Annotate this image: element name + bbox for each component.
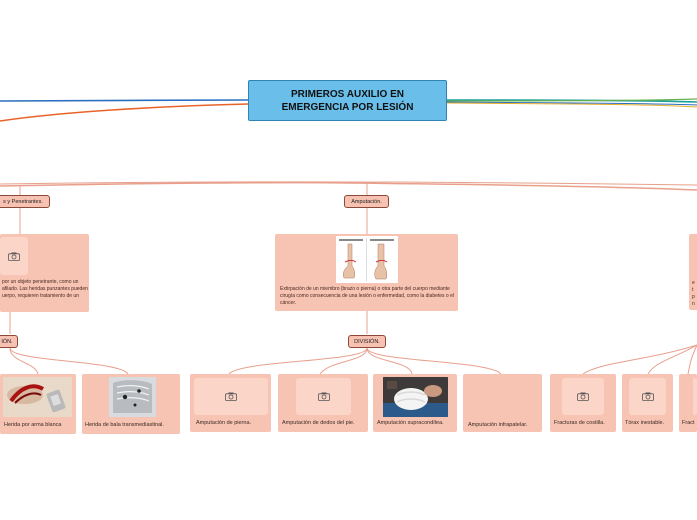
camera-icon [577,392,589,401]
leaf-label: Amputación de dedos del pie. [282,420,355,426]
leaf-label: Amputación infrapatelar. [468,422,528,428]
card-right[interactable]: e t p n [689,234,697,310]
topic-division-center[interactable]: DIVISIÓN. [348,335,386,348]
leaf-fracturas-costilla[interactable]: Fracturas de costilla. [550,374,616,432]
xray-photo [109,377,156,417]
leaf-herida-bala[interactable]: Herida de bala transmediastinal. [82,374,180,434]
leaf-fracturas-cutoff[interactable]: Fract [679,374,697,432]
topic-penetrantes[interactable]: s y Penetrantes. [0,195,50,208]
leaf-label: Fracturas de costilla. [554,420,605,426]
card-amputacion[interactable]: Extirpación de un miembro (brazo o piern… [275,234,458,311]
photo-placeholder [562,378,604,415]
leaf-label: Herida de bala transmediastinal. [85,422,164,428]
leaf-label: Herida por arma blanca [4,422,62,428]
card-penetrantes-text: por un objeto penetrante, como un afilad… [2,279,88,299]
leaf-torax-inestable[interactable]: Tórax inestable. [622,374,673,432]
topic-amputacion-label: Amputación. [351,198,382,205]
photo-placeholder [629,378,666,415]
topic-division-center-label: DIVISIÓN. [354,338,380,345]
photo-placeholder [296,378,351,415]
card-amputacion-text: Extirpación de un miembro (brazo o piern… [280,286,454,306]
card-penetrantes[interactable]: por un objeto penetrante, como un afilad… [0,234,89,312]
central-topic-line1: PRIMEROS AUXILIO EN [291,88,404,100]
card-right-text-4: n [692,301,695,307]
amputation-illustration [336,236,398,283]
photo-placeholder [0,237,28,275]
photo-placeholder [693,378,697,415]
leaf-label: Amputación supracondílea. [377,420,444,426]
leaf-label: Tórax inestable. [625,420,665,426]
topic-division-left[interactable]: IÓN. [0,335,18,348]
camera-icon [317,392,330,401]
wound-photo [3,377,72,417]
camera-icon [225,392,237,401]
bandage-photo [383,377,448,417]
camera-icon [641,392,654,401]
card-right-text-3: p [692,294,695,300]
leaf-amputacion-pierna[interactable]: Amputación de pierna. [190,374,271,432]
photo-placeholder [194,378,268,415]
central-topic[interactable]: PRIMEROS AUXILIO EN EMERGENCIA POR LESIÓ… [248,80,447,121]
topic-penetrantes-label: s y Penetrantes. [3,198,43,205]
leaf-amputacion-supracondilea[interactable]: Amputación supracondílea. [373,374,457,432]
leaf-label: Fract [682,420,695,426]
camera-icon [8,252,20,261]
topic-division-left-label: IÓN. [1,338,13,345]
leaf-label: Amputación de pierna. [196,420,252,426]
leaf-amputacion-dedos[interactable]: Amputación de dedos del pie. [278,374,368,432]
card-right-text-1: e [692,280,695,286]
card-right-text-2: t [692,287,694,293]
leaf-herida-arma-blanca[interactable]: Herida por arma blanca [0,374,76,434]
topic-amputacion[interactable]: Amputación. [344,195,389,208]
leaf-amputacion-infrapatelar[interactable]: Amputación infrapatelar. [463,374,542,432]
central-topic-line2: EMERGENCIA POR LESIÓN [281,101,414,113]
